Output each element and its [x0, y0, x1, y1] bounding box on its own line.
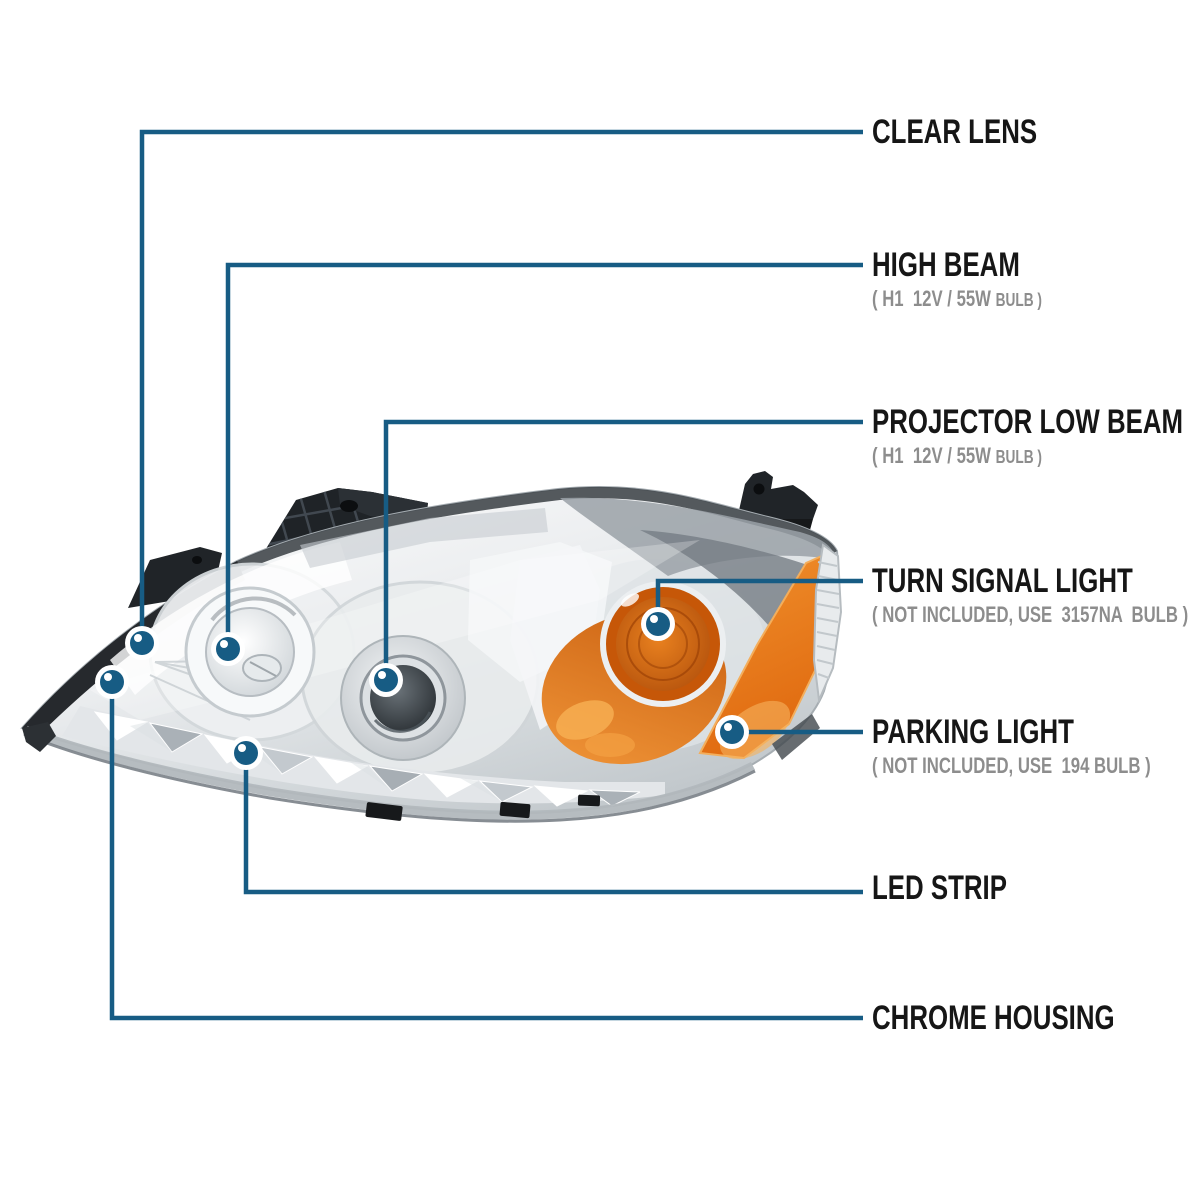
callout-line-led-strip [243, 753, 863, 895]
callout-dots [95, 607, 749, 770]
label-title: LED STRIP [872, 869, 1007, 907]
callout-line-projector [383, 419, 863, 680]
projector-optic [340, 635, 466, 761]
label-title: PARKING LIGHT [872, 713, 1074, 751]
label-title: PROJECTOR LOW BEAM [872, 403, 1184, 441]
right-edge-ribbed-strip [812, 543, 843, 704]
callout-line-high-beam [225, 262, 863, 649]
label-subtitle: ( H1 12V / 55W BULB ) [872, 286, 1042, 311]
callout-label-parking-light: PARKING LIGHT ( NOT INCLUDED, USE 194 BU… [872, 714, 1200, 780]
callout-dot-chrome-housing [95, 665, 129, 699]
label-title: CLEAR LENS [872, 113, 1038, 151]
callout-label-chrome-housing: CHROME HOUSING [872, 1000, 1191, 1036]
callout-dot-high-beam [211, 632, 245, 666]
callout-label-clear-lens: CLEAR LENS [872, 114, 1089, 150]
callout-lines [109, 129, 863, 1021]
callout-label-led-strip: LED STRIP [872, 870, 1050, 906]
bottom-trim [22, 714, 820, 823]
label-title: HIGH BEAM [872, 246, 1020, 284]
turn-signal-assembly [541, 581, 727, 765]
callout-dot-turn-signal [641, 607, 675, 641]
callout-dot-projector [369, 663, 403, 697]
callout-dot-parking-light [715, 715, 749, 749]
label-title: TURN SIGNAL LIGHT [872, 562, 1133, 600]
label-subtitle: ( NOT INCLUDED, USE 194 BULB ) [872, 753, 1151, 778]
high-beam-optic [184, 586, 316, 718]
label-subtitle: ( H1 12V / 55W BULB ) [872, 443, 1042, 468]
callout-dot-led-strip [229, 736, 263, 770]
callout-dot-clear-lens [125, 626, 159, 660]
callout-label-projector-low-beam: PROJECTOR LOW BEAM ( H1 12V / 55W BULB ) [872, 404, 1200, 470]
label-subtitle: ( NOT INCLUDED, USE 3157NA BULB ) [872, 602, 1189, 627]
callout-line-clear-lens [139, 129, 863, 643]
callout-label-high-beam: HIGH BEAM ( H1 12V / 55W BULB ) [872, 247, 1096, 313]
callout-line-chrome-housing [109, 682, 863, 1021]
label-title: CHROME HOUSING [872, 999, 1115, 1037]
callout-label-turn-signal-light: TURN SIGNAL LIGHT ( NOT INCLUDED, USE 31… [872, 563, 1200, 629]
